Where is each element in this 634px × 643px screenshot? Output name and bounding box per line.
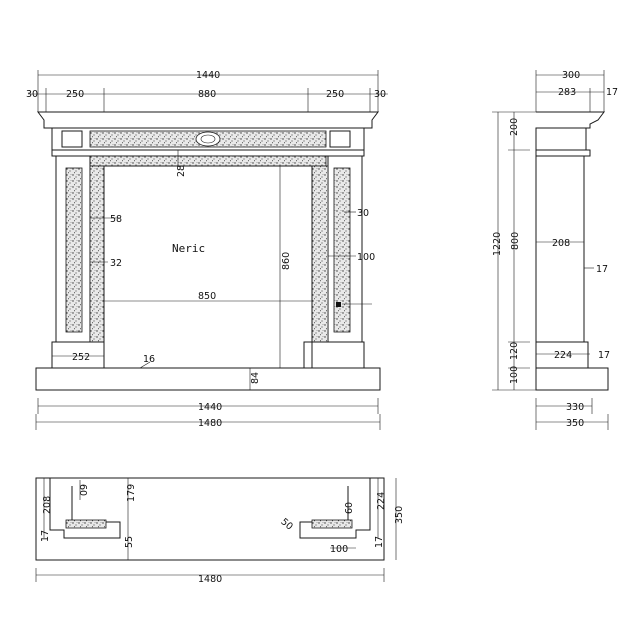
side-step: 17 [596, 264, 608, 275]
plan-overall-depth: 350 [394, 506, 405, 524]
side-body-depth: 208 [552, 238, 570, 249]
front-view: 1440 30 250 880 250 30 [26, 70, 388, 430]
center-medallion [195, 131, 221, 147]
left-corner-block [61, 130, 83, 148]
side-top-depth: 300 [562, 70, 580, 81]
side-dimension-lines [492, 70, 609, 430]
plan-dimension-lines [35, 478, 397, 582]
side-column-height: 800 [510, 232, 521, 250]
plan-right-marble [311, 519, 353, 529]
dim-left-leg: 250 [66, 89, 84, 100]
side-shelf-overhang: 17 [606, 87, 618, 98]
left-pilaster-inlay [65, 167, 83, 333]
side-hearth-depth: 330 [566, 402, 584, 413]
plan-right-50: 50 [278, 516, 294, 532]
dim-overall-top: 1440 [196, 70, 220, 81]
plan-view: 208 17 60 179 55 224 17 60 50 100 350 14… [35, 477, 405, 585]
plan-left-marble [65, 519, 107, 529]
side-view: 300 283 17 1220 200 800 120 100 208 17 2… [492, 70, 618, 430]
side-total-height: 1220 [492, 232, 503, 256]
dim-opening-width: 850 [198, 291, 216, 302]
plan-overall-width: 1480 [198, 574, 222, 585]
plan-inner-55: 55 [124, 536, 135, 548]
front-bottom-dimensions [35, 398, 381, 430]
medallion-inner-ring [200, 134, 216, 144]
dim-plinth-step: 16 [143, 354, 155, 365]
plan-right-step: 17 [374, 536, 385, 548]
right-pilaster-inlay [333, 167, 351, 333]
dim-opening-height: 860 [281, 252, 292, 270]
left-jamb-marble [89, 165, 105, 343]
plan-inner-60-left: 60 [77, 484, 88, 496]
side-shelf-depth: 283 [558, 87, 576, 98]
marker-square [336, 302, 341, 307]
dim-center-span: 880 [198, 89, 216, 100]
mantel-shelf [37, 111, 379, 129]
side-top-band: 200 [509, 118, 520, 136]
plan-outline [35, 477, 385, 561]
plan-right-depth: 224 [376, 492, 387, 510]
dim-left-margin: 30 [26, 89, 38, 100]
hearth [35, 367, 381, 391]
dim-hearth-outer: 1480 [198, 418, 222, 429]
dim-pilaster-100: 100 [357, 252, 375, 263]
dim-right-leg: 250 [326, 89, 344, 100]
dim-right-margin: 30 [374, 89, 386, 100]
plan-left-depth: 208 [42, 496, 53, 514]
lintel-marble [89, 155, 327, 167]
dim-pilaster-58: 58 [110, 214, 122, 225]
dim-pilaster-32: 32 [110, 258, 122, 269]
plan-inner-179: 179 [126, 484, 137, 502]
plan-left-step: 17 [40, 530, 51, 542]
dim-plinth-width: 252 [72, 352, 90, 363]
right-corner-block [329, 130, 351, 148]
right-plinth [303, 341, 365, 369]
side-hearth-total: 350 [566, 418, 584, 429]
dim-pilaster-30: 30 [357, 208, 369, 219]
side-plinth-depth: 224 [554, 350, 572, 361]
side-profile [535, 111, 609, 391]
side-hearth-band: 100 [509, 366, 520, 384]
side-plinth-step: 17 [598, 350, 610, 361]
dim-frieze-gap: 28 [176, 165, 187, 177]
dim-hearth-height: 84 [250, 372, 261, 384]
side-base-band: 120 [509, 342, 520, 360]
plan-right-profile [299, 478, 371, 539]
right-jamb-marble [311, 165, 329, 343]
plan-right-60: 60 [344, 502, 355, 514]
front-inner-dimensions [52, 150, 372, 390]
front-dimension-lines [28, 70, 388, 112]
product-name: Neric [172, 242, 205, 255]
dim-hearth-inner: 1440 [198, 402, 222, 413]
plan-right-100: 100 [330, 544, 348, 555]
capital-band [51, 149, 365, 157]
